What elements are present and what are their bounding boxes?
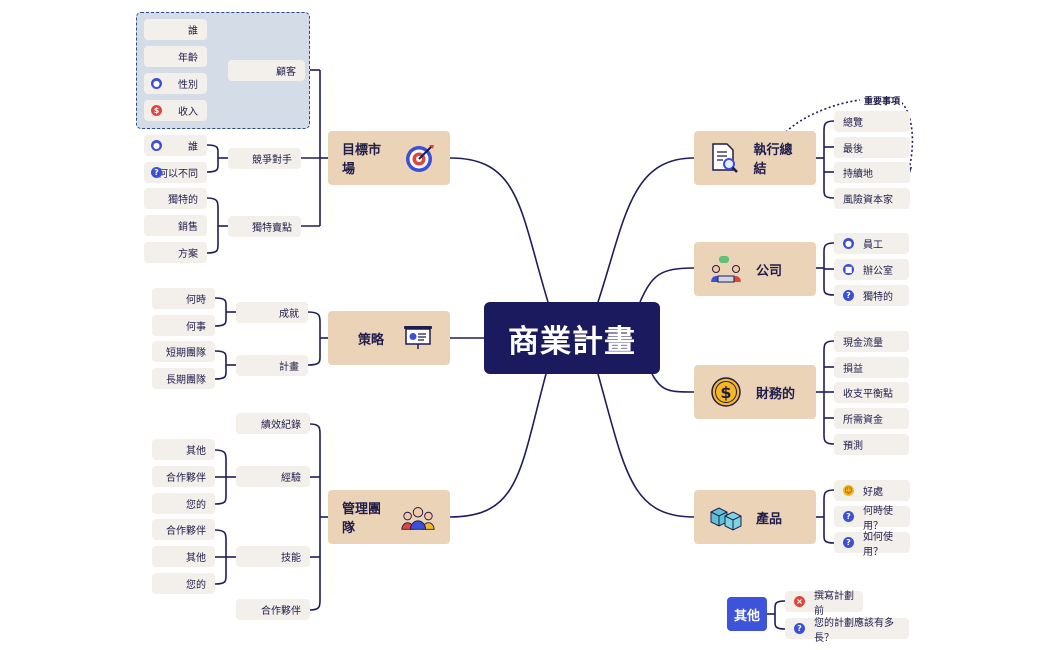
- close-icon: ×: [794, 596, 805, 607]
- leaf-how-different[interactable]: ?何以不同: [144, 162, 207, 183]
- leaf-funding-needed[interactable]: 所需資金: [834, 408, 909, 429]
- leaf-skill-yours[interactable]: 您的: [152, 573, 215, 594]
- question-icon: ?: [151, 167, 162, 178]
- leaf-sales[interactable]: 銷售: [144, 215, 207, 236]
- topic-label: 策略: [357, 332, 384, 348]
- leaf-forecast[interactable]: 預測: [834, 434, 909, 455]
- meeting-people-icon: [708, 251, 744, 287]
- leaf-who[interactable]: 誰: [144, 19, 207, 40]
- leaf-unique[interactable]: 獨特的: [144, 188, 207, 209]
- person-icon: ●: [151, 78, 162, 89]
- dollar-icon: $: [151, 105, 162, 116]
- topic-label: 管理團隊: [342, 502, 382, 536]
- floating-topic-other[interactable]: 其他: [727, 597, 767, 631]
- leaf-age[interactable]: 年齡: [144, 46, 207, 67]
- leaf-exp-other[interactable]: 其他: [152, 439, 215, 460]
- topic-financial[interactable]: $ 財務的: [694, 365, 816, 419]
- question-icon: ?: [843, 511, 854, 522]
- leaf-competitor-who[interactable]: ●誰: [144, 135, 207, 156]
- leaf-profit-loss[interactable]: 損益: [834, 357, 909, 378]
- topic-label: 公司: [756, 263, 783, 279]
- topic-label: 目標市場: [342, 143, 382, 177]
- leaf-when[interactable]: 何時: [152, 288, 215, 309]
- subtopic-skills[interactable]: 技能: [236, 546, 310, 567]
- leaf-continuously[interactable]: 持續地: [834, 162, 910, 183]
- leaf-income[interactable]: $收入: [144, 100, 207, 121]
- topic-target-market[interactable]: 目標市場: [328, 131, 450, 185]
- topic-executive-summary[interactable]: 執行總結: [694, 131, 816, 185]
- subtopic-track-record[interactable]: 績效紀錄: [236, 413, 310, 434]
- leaf-exp-partner[interactable]: 合作夥伴: [152, 466, 215, 487]
- leaf-plan-length[interactable]: ?您的計劃應該有多長？: [785, 618, 909, 644]
- relationship-label[interactable]: 重要事項: [862, 94, 903, 107]
- question-icon: ?: [794, 623, 805, 634]
- leaf-gender[interactable]: ●性別: [144, 73, 207, 94]
- document-search-icon: [708, 140, 742, 176]
- leaf-cash-flow[interactable]: 現金流量: [834, 331, 909, 352]
- leaf-break-even[interactable]: 收支平衡點: [834, 382, 909, 403]
- topic-label: 財務的: [756, 386, 796, 402]
- leaf-what[interactable]: 何事: [152, 315, 215, 336]
- subtopic-partners[interactable]: 合作夥伴: [236, 599, 310, 620]
- person-icon: ●: [843, 238, 854, 249]
- subtopic-customers[interactable]: 顧客: [228, 60, 305, 81]
- smiley-icon: ☺: [843, 485, 854, 496]
- question-icon: ?: [843, 290, 854, 301]
- leaf-exp-yours[interactable]: 您的: [152, 493, 215, 514]
- person-icon: ●: [151, 140, 162, 151]
- svg-text:$: $: [720, 383, 731, 402]
- question-icon: ?: [843, 537, 854, 548]
- team-people-icon: [400, 499, 436, 535]
- subtopic-usp[interactable]: 獨特賣點: [228, 216, 301, 237]
- subtopic-plan[interactable]: 計畫: [236, 355, 308, 376]
- leaf-benefits[interactable]: ☺好處: [834, 480, 910, 501]
- dollar-coin-icon: $: [708, 374, 744, 410]
- topic-company[interactable]: 公司: [694, 242, 816, 296]
- leaf-finally[interactable]: 最後: [834, 137, 910, 158]
- leaf-overview[interactable]: 總覽: [834, 111, 910, 132]
- leaf-short-term-team[interactable]: 短期團隊: [152, 341, 215, 362]
- leaf-office[interactable]: ■辦公室: [834, 259, 909, 280]
- leaf-before-writing[interactable]: ×撰寫計劃前: [785, 591, 863, 617]
- leaf-solution[interactable]: 方案: [144, 242, 207, 263]
- leaf-when-to-use[interactable]: ?何時使用？: [834, 506, 910, 532]
- leaf-how-to-use[interactable]: ?如何使用？: [834, 532, 910, 558]
- subtopic-achievement[interactable]: 成就: [236, 302, 308, 323]
- central-topic[interactable]: 商業計畫: [484, 302, 660, 374]
- topic-strategy[interactable]: 策略: [328, 311, 450, 365]
- topic-label: 產品: [756, 511, 783, 527]
- leaf-skill-other[interactable]: 其他: [152, 546, 215, 567]
- building-icon: ■: [843, 264, 854, 275]
- leaf-company-unique[interactable]: ?獨特的: [834, 285, 909, 306]
- presentation-board-icon: [400, 320, 436, 356]
- leaf-long-term-team[interactable]: 長期團隊: [152, 368, 215, 389]
- topic-management-team[interactable]: 管理團隊: [328, 490, 450, 544]
- leaf-venture-capitalist[interactable]: 風險資本家: [834, 188, 910, 209]
- leaf-skill-partner[interactable]: 合作夥伴: [152, 519, 215, 540]
- topic-product[interactable]: 產品: [694, 490, 816, 544]
- subtopic-experience[interactable]: 經驗: [236, 466, 310, 487]
- subtopic-competitors[interactable]: 競爭對手: [228, 148, 301, 169]
- target-icon: [404, 140, 436, 176]
- leaf-employees[interactable]: ●員工: [834, 233, 909, 254]
- boxes-icon: [708, 499, 744, 535]
- topic-label: 執行總結: [753, 143, 793, 177]
